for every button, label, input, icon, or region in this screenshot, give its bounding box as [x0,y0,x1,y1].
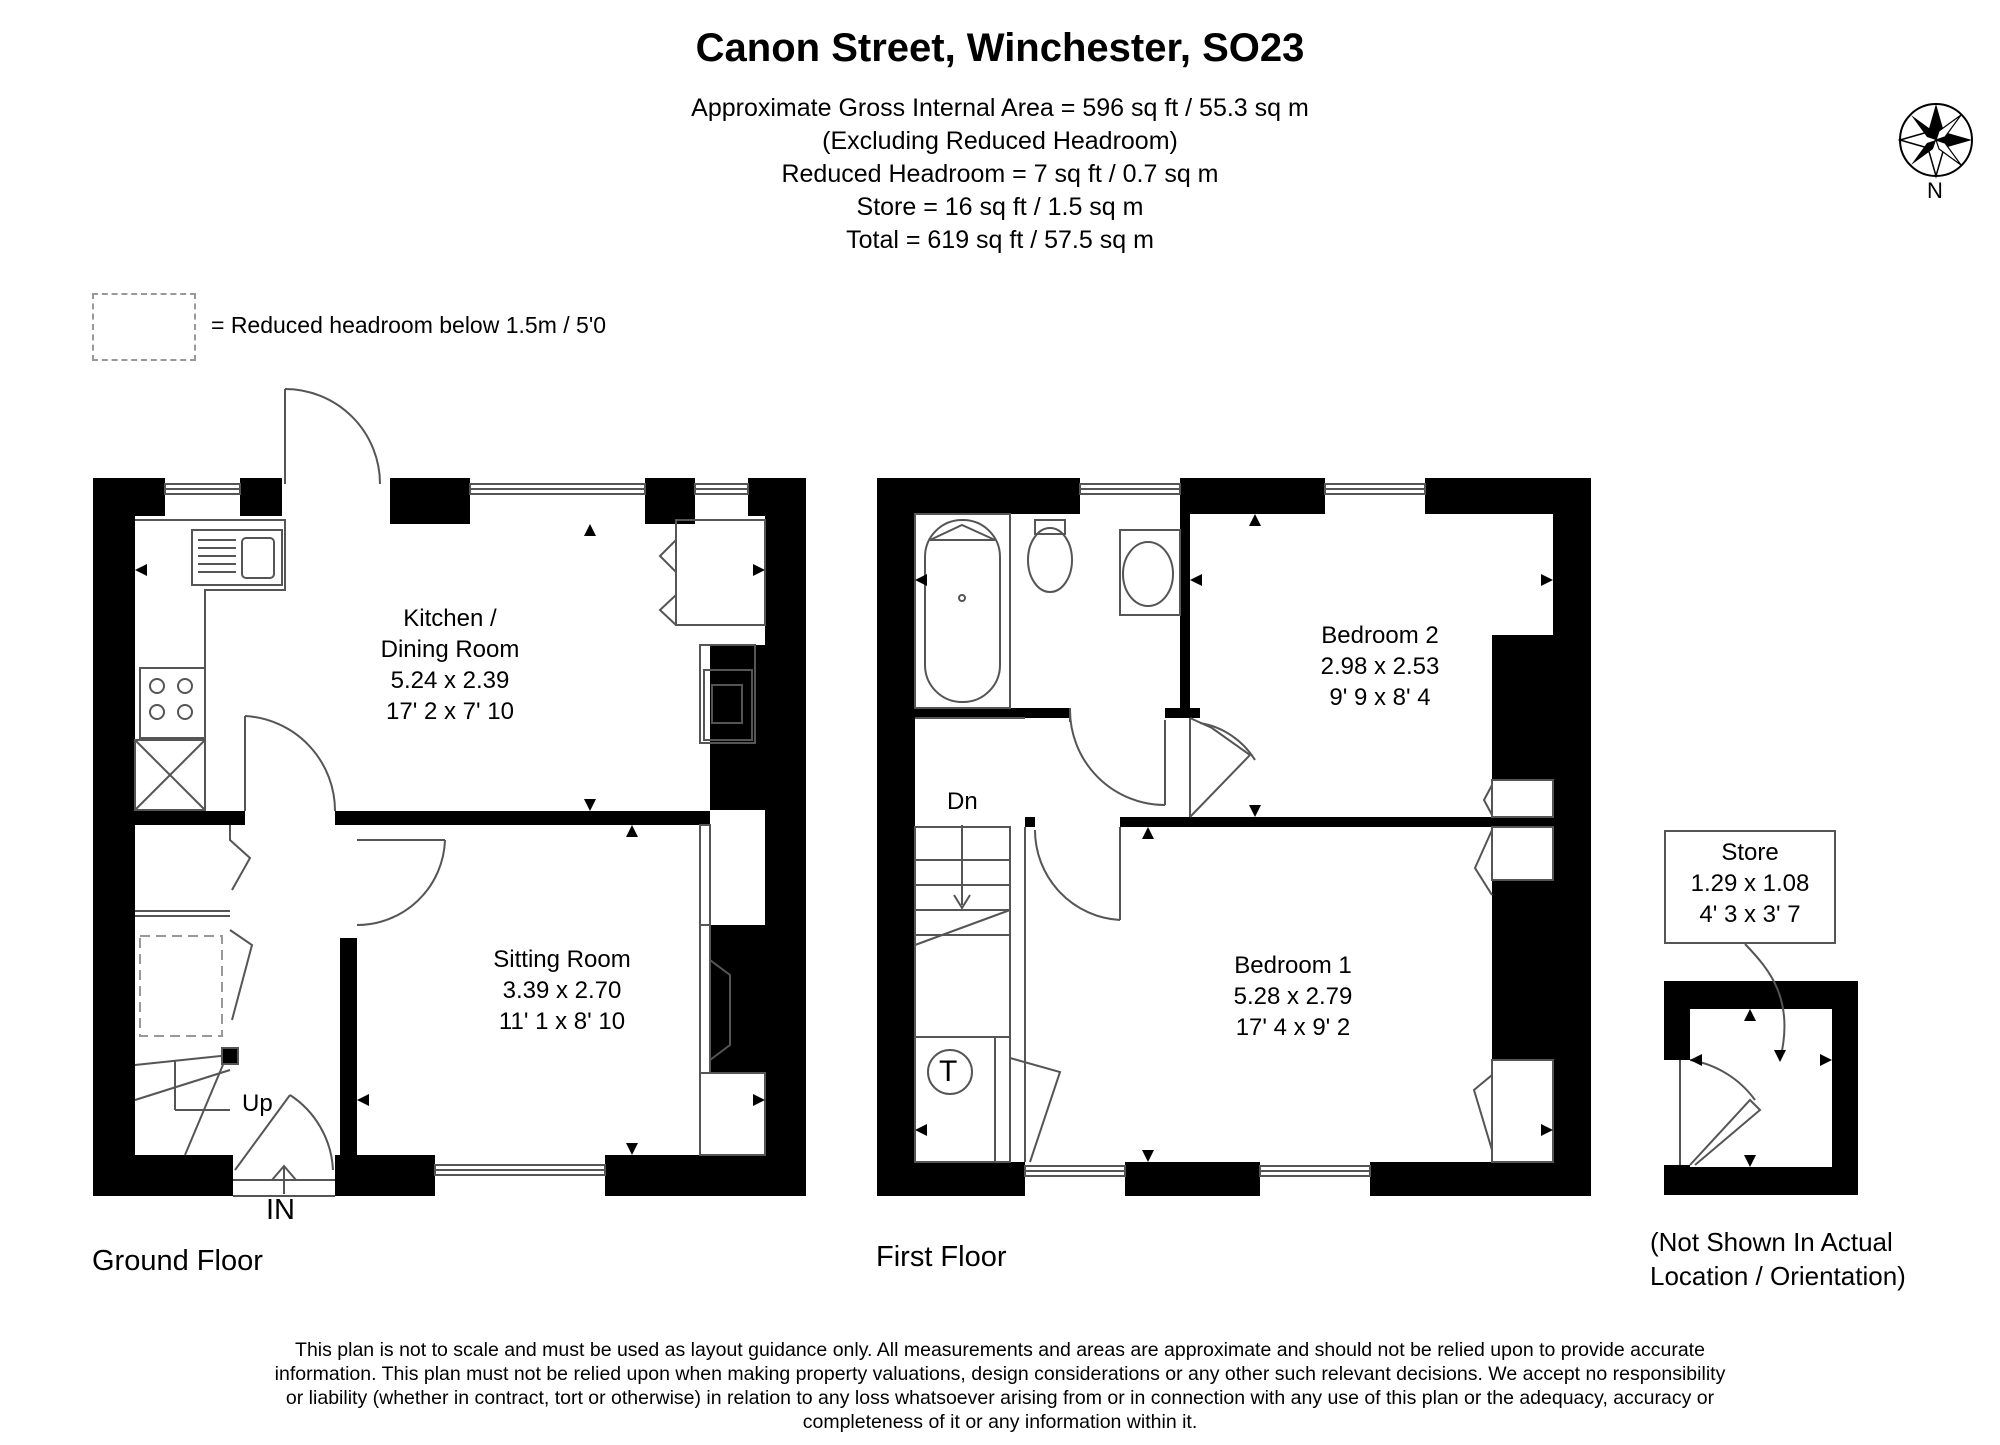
store-location-note: (Not Shown In Actual Location / Orientat… [1650,1225,1906,1293]
area-line-reduced: Reduced Headroom = 7 sq ft / 0.7 sq m [781,160,1219,188]
ground-floor-label: Ground Floor [92,1245,263,1277]
store-note-line2: Location / Orientation) [1650,1261,1906,1291]
area-line-excluding: (Excluding Reduced Headroom) [822,127,1178,155]
bedroom2-name: Bedroom 2 [1321,622,1439,649]
sitting-room-label: Sitting Room 3.39 x 2.70 11' 1 x 8' 10 [452,944,672,1037]
disclaimer-text: This plan is not to scale and must be us… [274,1339,1726,1433]
kitchen-metric: 5.24 x 2.39 [390,667,510,694]
bedroom1-name: Bedroom 1 [1234,952,1352,979]
store-label: Store 1.29 x 1.08 4' 3 x 3' 7 [1666,832,1834,930]
ground-floor-lines [134,388,766,1197]
sitting-imperial: 11' 1 x 8' 10 [498,1008,626,1035]
area-line-store: Store = 16 sq ft / 1.5 sq m [856,193,1144,221]
store-note-line1: (Not Shown In Actual [1650,1227,1893,1257]
area-line-gross: Approximate Gross Internal Area = 596 sq… [691,94,1309,122]
kitchen-imperial: 17' 2 x 7' 10 [386,698,514,725]
bedroom2-imperial: 9' 9 x 8' 4 [1329,684,1431,711]
store-imperial: 4' 3 x 3' 7 [1699,901,1801,928]
compass-icon [1897,103,1973,179]
stairs-up-label: Up [242,1090,273,1117]
entrance-arrow-icon [271,1164,297,1194]
store-metric: 1.29 x 1.08 [1690,870,1810,897]
reduced-headroom-legend-text: = Reduced headroom below 1.5m / 5'0 [211,312,606,338]
kitchen-name-line2: Dining Room [380,636,520,663]
bedroom-1-label: Bedroom 1 5.28 x 2.79 17' 4 x 9' 2 [1183,950,1403,1043]
area-line-total: Total = 619 sq ft / 57.5 sq m [846,226,1154,254]
plan-title: Canon Street, Winchester, SO23 [695,26,1305,70]
bedroom1-metric: 5.28 x 2.79 [1233,983,1353,1010]
area-summary: Approximate Gross Internal Area = 596 sq… [0,92,2000,257]
water-tank-label: T [939,1055,958,1088]
store-name: Store [1721,839,1779,866]
first-floor-label: First Floor [876,1241,1007,1273]
kitchen-name-line1: Kitchen / [403,605,497,632]
bedroom-2-label: Bedroom 2 2.98 x 2.53 9' 9 x 8' 4 [1270,620,1490,713]
store-lines [1664,943,1832,1167]
sitting-name: Sitting Room [493,946,631,973]
sitting-metric: 3.39 x 2.70 [502,977,622,1004]
bedroom1-imperial: 17' 4 x 9' 2 [1235,1014,1351,1041]
stairs-down-label: Dn [947,788,978,815]
ground-floor-walls [93,478,806,1196]
reduced-headroom-legend-swatch [92,293,196,361]
first-floor-lines [914,483,1554,1177]
first-floor-walls [877,478,1591,1196]
compass-north-label: N [1927,178,1943,203]
entrance-label: IN [266,1194,295,1226]
bedroom2-metric: 2.98 x 2.53 [1320,653,1440,680]
store-label-box: Store 1.29 x 1.08 4' 3 x 3' 7 [1664,830,1836,944]
kitchen-dining-label: Kitchen / Dining Room 5.24 x 2.39 17' 2 … [330,603,570,727]
